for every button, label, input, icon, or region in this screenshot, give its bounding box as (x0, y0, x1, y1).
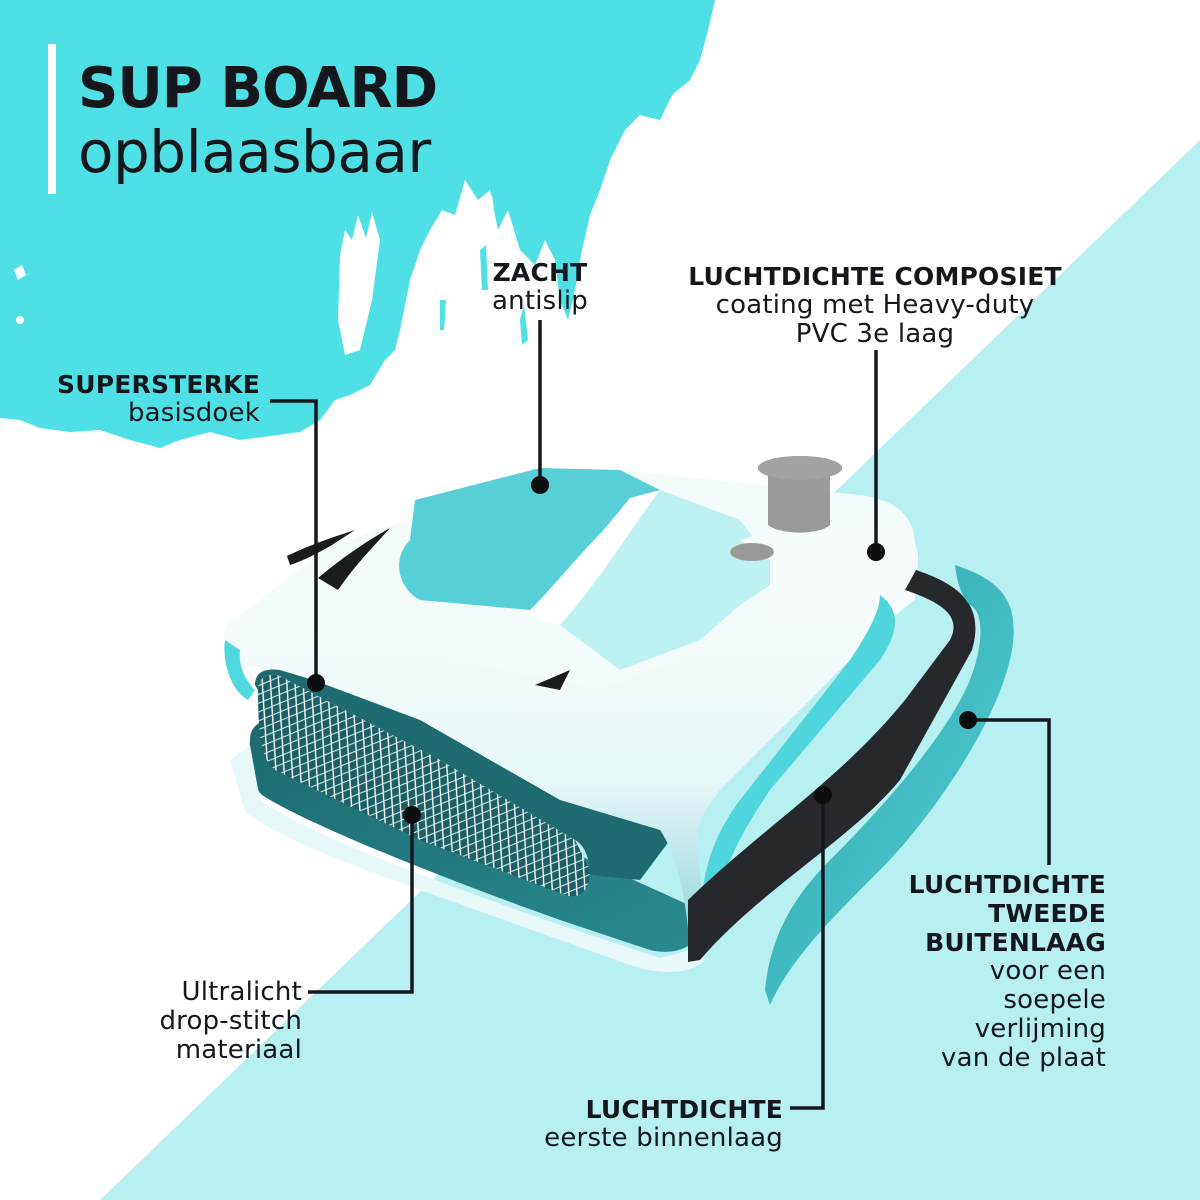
label-luchtdichte-tweede-buitenlaag: LUCHTDICHTE TWEEDE BUITENLAAG voor een s… (880, 870, 1106, 1073)
label-zacht-bold: ZACHT (492, 258, 588, 287)
label-tweede-bold3: BUITENLAAG (925, 928, 1106, 957)
label-ultralicht-line1: Ultralicht (181, 977, 302, 1007)
label-ultralicht-line2: drop-stitch (159, 1006, 302, 1036)
label-tweede-line2: soepele (1003, 985, 1106, 1015)
label-zacht-regular: antislip (492, 286, 588, 316)
label-tweede-bold2: TWEEDE (988, 899, 1106, 928)
label-zacht-antislip: ZACHT antislip (470, 258, 610, 316)
title-block: SUP BOARD opblaasbaar (48, 44, 438, 194)
label-ultralicht-drop-stitch: Ultralicht drop-stitch materiaal (100, 978, 302, 1065)
label-composiet-bold: LUCHTDICHTE COMPOSIET (688, 262, 1062, 291)
title-main: SUP BOARD (78, 56, 438, 121)
title-subtitle: opblaasbaar (78, 118, 431, 186)
label-supersterke-basisdoek: SUPERSTERKE basisdoek (30, 370, 260, 428)
label-tweede-line4: van de plaat (940, 1043, 1106, 1073)
label-ultralicht-line3: materiaal (175, 1035, 302, 1065)
label-supersterke-bold: SUPERSTERKE (57, 370, 260, 399)
label-luchtdichte-composiet: LUCHTDICHTE COMPOSIET coating met Heavy-… (660, 262, 1090, 349)
label-tweede-line1: voor een (989, 956, 1106, 986)
label-luchtdichte-eerste-binnenlaag: LUCHTDICHTE eerste binnenlaag (480, 1095, 783, 1153)
label-eerste-bold: LUCHTDICHTE (585, 1095, 783, 1124)
label-eerste-regular: eerste binnenlaag (544, 1123, 783, 1153)
label-composiet-line3: PVC 3e laag (795, 319, 955, 349)
label-tweede-bold1: LUCHTDICHTE (908, 870, 1106, 899)
label-supersterke-regular: basisdoek (127, 398, 260, 428)
label-composiet-line2: coating met Heavy-duty (715, 290, 1035, 320)
label-tweede-line3: verlijming (974, 1014, 1106, 1044)
